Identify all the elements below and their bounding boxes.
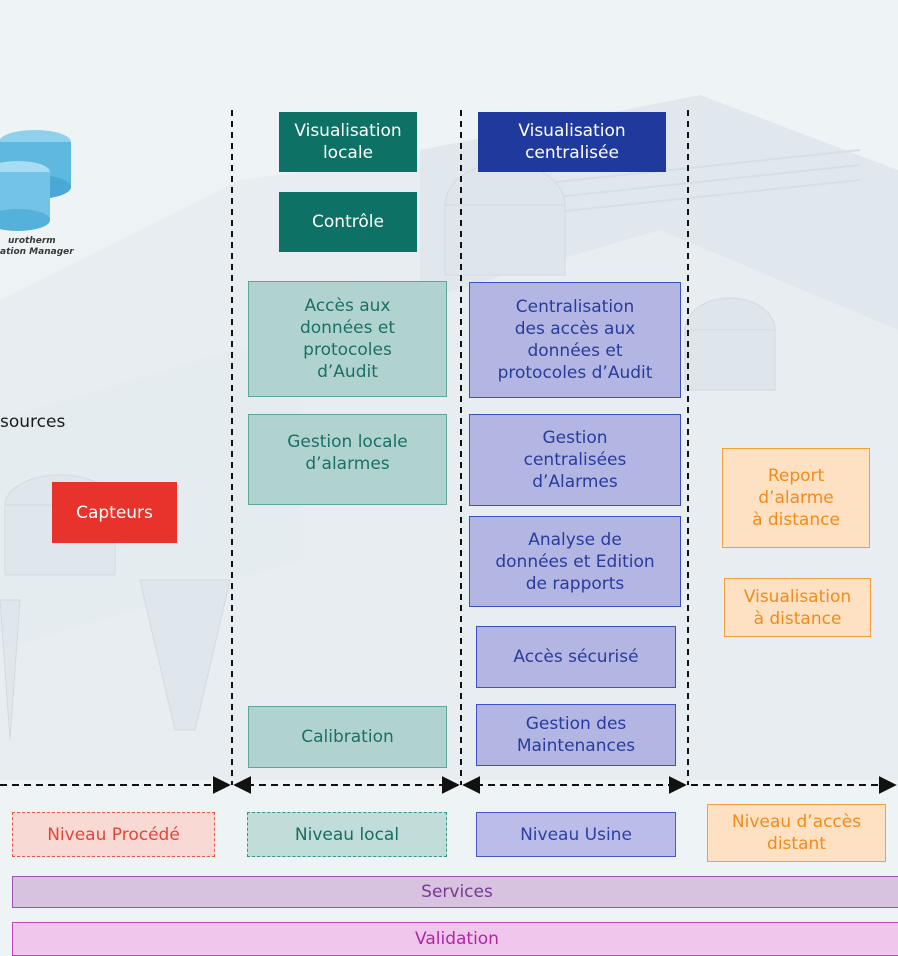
gestion-maintenances-box: Gestion des Maintenances <box>476 704 676 766</box>
eurotherm-logo <box>0 130 71 231</box>
niveau-local-box: Niveau local <box>247 812 447 857</box>
niveau-procede-box: Niveau Procédé <box>12 812 215 857</box>
visualisation-distance-box: Visualisation à distance <box>724 578 871 637</box>
visualisation-centralisee-box: Visualisation centralisée <box>478 112 666 172</box>
niveau-distant-box: Niveau d’accès distant <box>707 804 886 862</box>
acces-donnees-box: Accès aux données et protocoles d’Audit <box>248 281 447 397</box>
centralisation-acces-box: Centralisation des accès aux données et … <box>469 282 681 398</box>
calibration-box: Calibration <box>248 706 447 768</box>
capteurs-box: Capteurs <box>52 482 177 543</box>
gestion-centralisees-alarmes-box: Gestion centralisées d’Alarmes <box>469 414 681 506</box>
visualisation-locale-box: Visualisation locale <box>279 112 417 172</box>
niveau-usine-box: Niveau Usine <box>476 812 676 857</box>
acces-securise-box: Accès sécurisé <box>476 626 676 688</box>
gestion-locale-alarmes-box: Gestion locale d’alarmes <box>248 414 447 505</box>
services-bar: Services <box>12 876 898 908</box>
logo-text: urotherm ation Manager <box>0 236 74 258</box>
logo-line-2: ation Manager <box>0 247 74 257</box>
logo-line-1: urotherm <box>8 236 56 246</box>
sources-text: sources <box>0 412 66 432</box>
analyse-donnees-box: Analyse de données et Edition de rapport… <box>469 516 681 607</box>
controle-box: Contrôle <box>279 192 417 252</box>
report-alarme-box: Report d’alarme à distance <box>722 448 870 548</box>
